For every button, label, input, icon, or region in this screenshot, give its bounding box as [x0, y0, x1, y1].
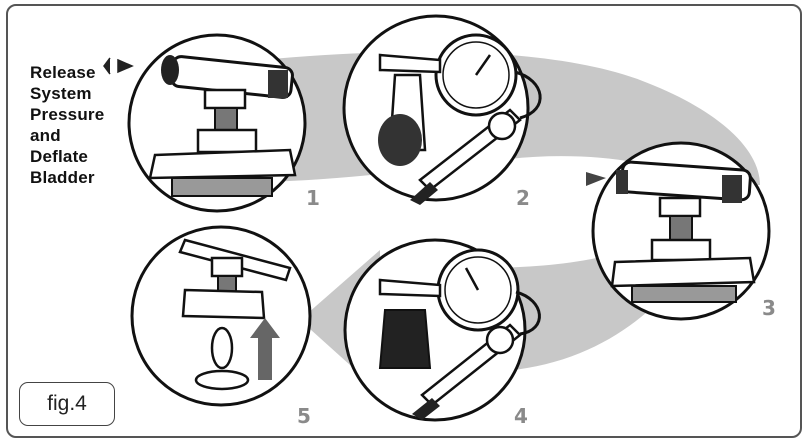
title-line-5: Deflate — [30, 147, 89, 166]
step-number-5: 5 — [297, 404, 312, 428]
step-number-3: 3 — [762, 296, 777, 320]
step-number-4: 4 — [514, 404, 529, 428]
figure-frame — [6, 4, 802, 438]
figure-label: fig.4 — [19, 382, 115, 426]
step-number-1: 1 — [306, 186, 321, 210]
title-line-4: and — [30, 126, 61, 145]
title-line-3: Pressure — [30, 105, 105, 124]
step-1-circle — [103, 33, 307, 213]
step-2-circle — [342, 14, 542, 205]
step-5-circle — [130, 225, 312, 407]
step-4-circle — [343, 238, 541, 422]
title-line-1: Release — [30, 63, 96, 82]
title-line-2: System — [30, 84, 92, 103]
step-number-2: 2 — [516, 186, 531, 210]
title-line-6: Bladder — [30, 168, 95, 187]
step-3-circle — [586, 141, 771, 321]
